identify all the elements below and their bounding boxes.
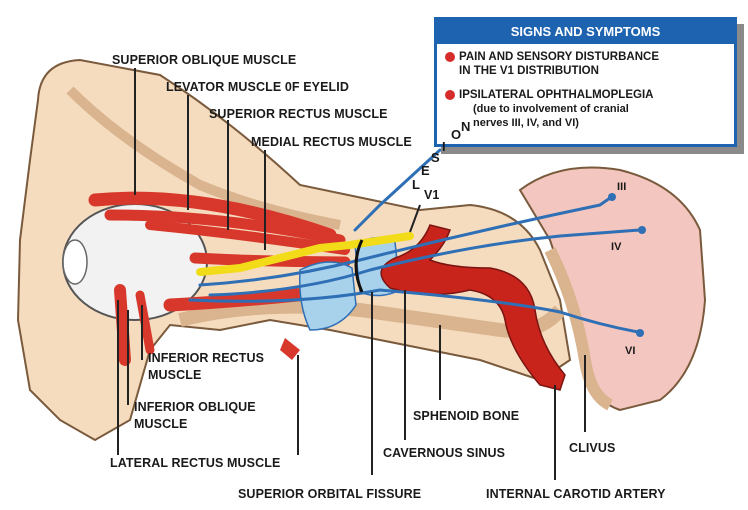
label-nerve-iv: IV — [611, 241, 622, 253]
label-internal-carotid: INTERNAL CAROTID ARTERY — [486, 487, 666, 501]
lesion-letter: E — [421, 163, 430, 178]
lesion-letter: I — [442, 139, 446, 154]
lesion-letter: O — [451, 127, 462, 142]
label-inferior-rectus-1: INFERIOR RECTUS — [148, 351, 265, 365]
label-medial-rectus: MEDIAL RECTUS MUSCLE — [251, 135, 412, 149]
symptom-item-pain: PAIN AND SENSORY DISTURBANCE IN THE V1 D… — [437, 50, 734, 78]
inferior-oblique-stub — [280, 338, 300, 360]
label-inferior-rectus-2: MUSCLE — [148, 368, 202, 382]
symptom-line: IN THE V1 DISTRIBUTION — [459, 65, 599, 77]
bullet-dot-icon — [445, 52, 455, 62]
symptom-detail: (due to involvement of cranial — [473, 103, 629, 115]
label-clivus: CLIVUS — [569, 441, 616, 455]
orbit-roof-ridge — [66, 86, 341, 230]
symptom-line: IPSILATERAL OPHTHALMOPLEGIA — [459, 89, 654, 101]
nerve-iii-end — [608, 193, 616, 201]
bullet-dot-icon — [445, 90, 455, 100]
symptom-item-ophthalmoplegia: IPSILATERAL OPHTHALMOPLEGIA (due to invo… — [437, 88, 734, 130]
label-levator: LEVATOR MUSCLE 0F EYELID — [166, 80, 349, 94]
lesion-letter: L — [412, 177, 420, 192]
signs-and-symptoms-title: SIGNS AND SYMPTOMS — [437, 20, 734, 44]
label-superior-orbital-fissure: SUPERIOR ORBITAL FISSURE — [238, 487, 422, 501]
lesion-bracket — [354, 239, 364, 293]
label-cavernous-sinus: CAVERNOUS SINUS — [383, 446, 506, 460]
lesion-letter: S — [431, 150, 440, 165]
nerve-vi-end — [636, 329, 644, 337]
internal-carotid-artery-shape — [380, 224, 566, 391]
leader-lines — [117, 68, 586, 480]
lesion-letter: N — [461, 119, 471, 134]
label-v1: V1 — [424, 188, 440, 202]
nerve-iv-end — [638, 226, 646, 234]
symptom-line: PAIN AND SENSORY DISTURBANCE — [459, 51, 659, 63]
v1-nerve-path — [196, 232, 414, 276]
label-inferior-oblique-1: INFERIOR OBLIQUE — [134, 400, 256, 414]
symptom-detail: nerves III, IV, and VI) — [473, 117, 579, 129]
cornea — [62, 239, 88, 285]
signs-and-symptoms-box: SIGNS AND SYMPTOMS PAIN AND SENSORY DIST… — [434, 17, 737, 147]
label-lateral-rectus: LATERAL RECTUS MUSCLE — [110, 456, 281, 470]
cranial-nerves — [188, 148, 642, 334]
clivus-ridge — [544, 247, 614, 411]
label-superior-oblique: SUPERIOR OBLIQUE MUSCLE — [112, 53, 297, 67]
label-nerve-iii: III — [617, 181, 627, 193]
label-sphenoid-bone: SPHENOID BONE — [413, 409, 520, 423]
label-inferior-oblique-2: MUSCLE — [134, 417, 188, 431]
label-nerve-vi: VI — [625, 345, 636, 357]
label-superior-rectus: SUPERIOR RECTUS MUSCLE — [209, 107, 388, 121]
